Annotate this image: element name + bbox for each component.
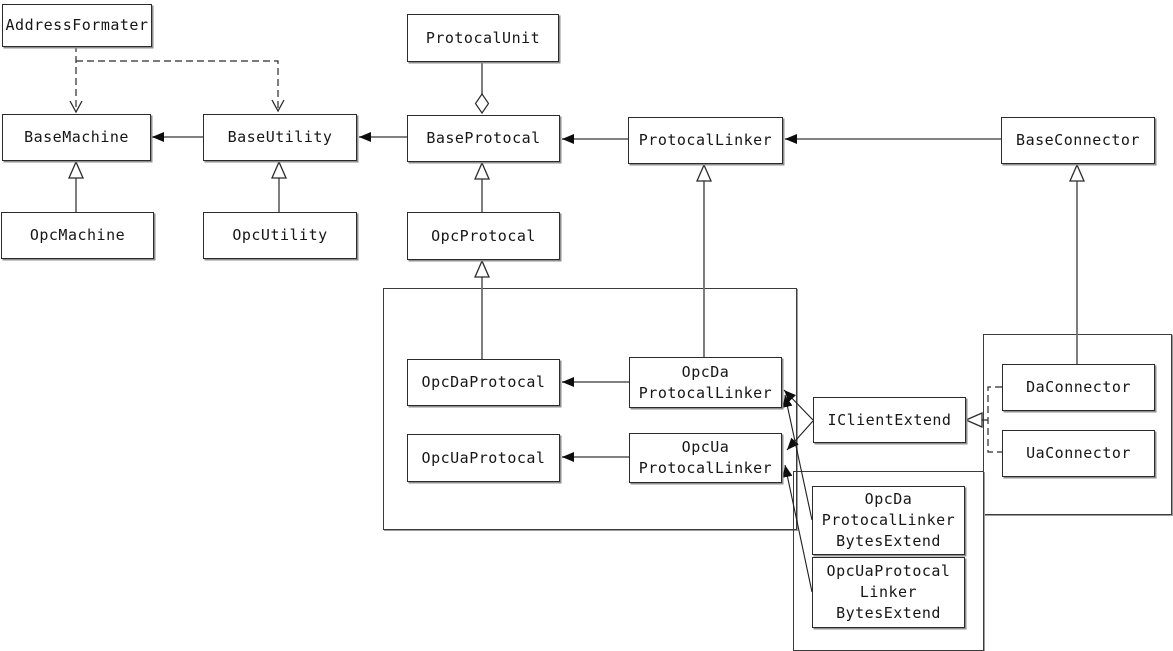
class-label: ProtocalUnit (425, 28, 541, 47)
class-label: OpcDa (681, 362, 730, 381)
class-box-opcdaprotocallinkerbytesextend: OpcDa ProtocalLinker BytesExtend (812, 486, 965, 555)
class-label: BaseMachine (24, 128, 129, 146)
class-box-iclientextend: IClientExtend (813, 397, 966, 443)
class-label: OpcUaProtocal (826, 562, 951, 580)
class-box-protocalunit: ProtocalUnit (407, 14, 559, 62)
class-label: OpcProtocal (431, 226, 536, 245)
class-box-basemachine: BaseMachine (2, 114, 151, 161)
class-label: BaseConnector (1016, 131, 1140, 149)
class-label: ProtocalLinker (638, 131, 773, 149)
class-label: BytesExtend (836, 532, 941, 550)
class-label: ProtocalLinker (638, 383, 773, 402)
class-label: OpcDa (864, 490, 913, 508)
class-box-opcutility: OpcUtility (203, 212, 357, 259)
class-box-baseutility: BaseUtility (203, 114, 357, 161)
class-label: OpcUtility (232, 226, 328, 244)
class-label: BaseUtility (227, 128, 333, 146)
class-box-uaconnector: UaConnector (1002, 430, 1155, 477)
group-opc-protocal-linkers (383, 288, 797, 530)
class-box-protocallinker: ProtocalLinker (628, 117, 783, 164)
class-box-baseconnector: BaseConnector (1001, 117, 1155, 164)
class-label: DaConnector (1026, 378, 1131, 396)
class-label: OpcUa (681, 438, 730, 456)
class-box-opcprotocal: OpcProtocal (407, 212, 560, 260)
class-label: Linker (859, 583, 918, 601)
class-label: UaConnector (1026, 444, 1131, 462)
class-label: ProtocalLinker (821, 511, 956, 529)
edge-addressformater-baseutility (76, 60, 285, 113)
class-label: IClientExtend (827, 410, 952, 429)
edge-iclientextend-opcualinker (786, 420, 814, 451)
class-label: BaseProtocal (426, 129, 541, 147)
class-label: AddressFormater (5, 16, 149, 34)
edge-opcdabytesextend-opcdalinker (782, 394, 813, 521)
class-label: OpcUaProtocal (421, 448, 546, 467)
class-box-addressformater: AddressFormater (2, 4, 152, 47)
edge-opcuabytesextend-opcualinker (782, 464, 813, 593)
class-box-baseprotocal: BaseProtocal (407, 115, 560, 162)
class-box-daconnector: DaConnector (1002, 364, 1155, 411)
class-label: ProtocalLinker (638, 459, 773, 477)
class-box-opcdaprotocallinker: OpcDa ProtocalLinker (629, 357, 782, 408)
edge-connectors-dashed-elbow (987, 386, 1002, 453)
edge-iclientextend-opcdalinker (783, 389, 814, 421)
class-label: OpcMachine (29, 226, 126, 244)
class-box-opcuaprotocallinkerbytesextend: OpcUaProtocal Linker BytesExtend (812, 557, 965, 628)
class-box-opcmachine: OpcMachine (1, 212, 154, 259)
class-box-opcuaprotocal: OpcUaProtocal (407, 434, 560, 482)
class-label: OpcDaProtocal (421, 373, 546, 391)
class-box-opcdaprotocal: OpcDaProtocal (407, 359, 560, 406)
class-label: BytesExtend (836, 604, 941, 622)
class-box-opcuaprotocallinker: OpcUa ProtocalLinker (629, 433, 782, 483)
